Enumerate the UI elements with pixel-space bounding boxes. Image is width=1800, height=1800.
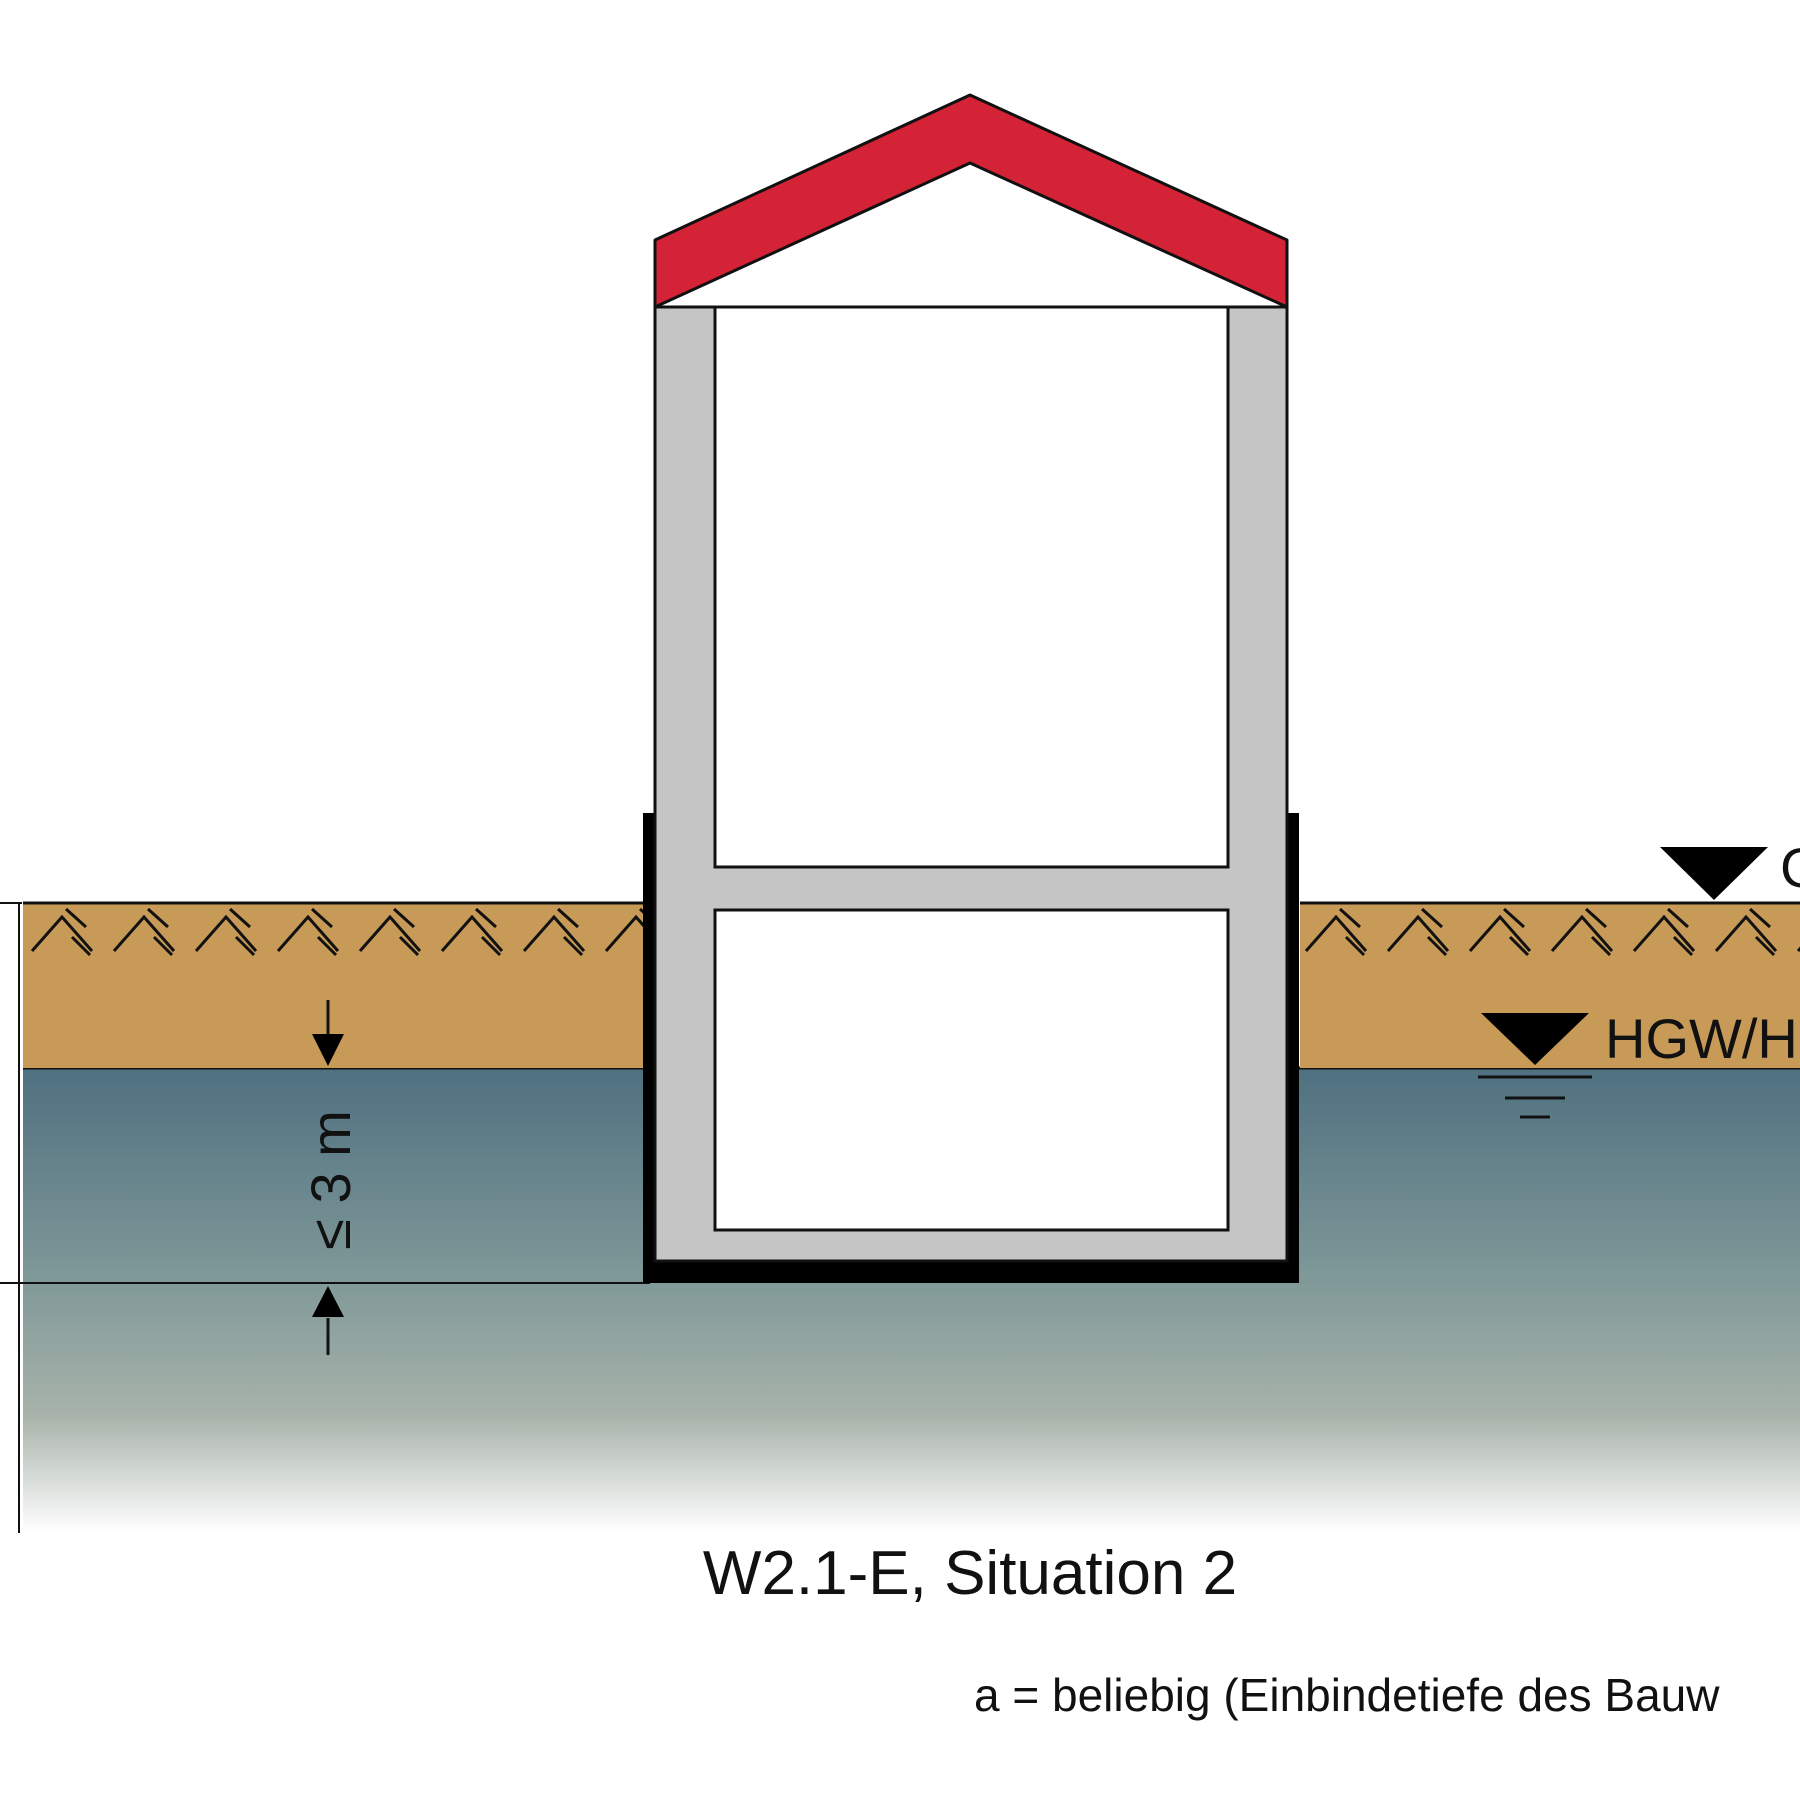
roof bbox=[653, 93, 1289, 309]
dimension-label: ≤ 3 m bbox=[299, 1110, 362, 1250]
arrow-down-icon bbox=[312, 1000, 344, 1066]
diagram-title: W2.1-E, Situation 2 bbox=[703, 1539, 1237, 1608]
footnote: a = beliebig (Einbindetiefe des Bauw bbox=[974, 1669, 1720, 1721]
room-upper bbox=[713, 305, 1230, 869]
soil-hatching-right bbox=[1304, 907, 1800, 957]
room-lower bbox=[713, 908, 1230, 1232]
soil-hatching-left bbox=[30, 907, 645, 957]
arrow-up-icon bbox=[312, 1286, 344, 1355]
groundwater-level-label: HGW/H bbox=[1605, 1007, 1798, 1070]
ground-level-label: G bbox=[1780, 836, 1800, 899]
down-triangle-icon bbox=[1660, 847, 1768, 900]
water-level-icon bbox=[1478, 1013, 1592, 1119]
